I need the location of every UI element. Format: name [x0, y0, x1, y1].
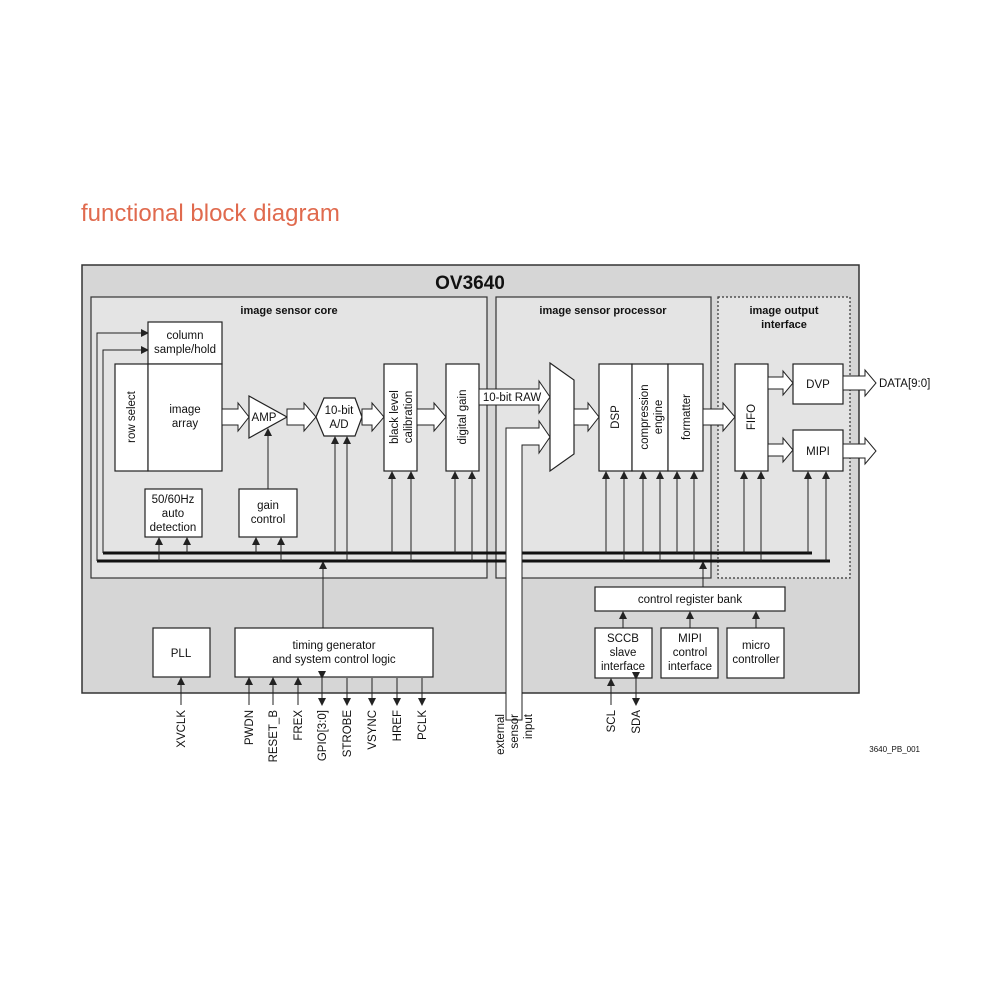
frex-pin-label: FREX — [293, 710, 305, 741]
system-control-label: and system control logic — [272, 654, 396, 666]
control-register-bank-block — [594, 586, 786, 612]
mipi-control-label-3: interface — [668, 661, 712, 673]
controller-label: controller — [732, 654, 779, 666]
row-feedback-line — [96, 329, 149, 561]
auto-detection-block — [144, 488, 203, 538]
fifo-block — [734, 363, 769, 472]
micro-label: micro — [742, 640, 770, 652]
pll-label: PLL — [171, 648, 192, 660]
external-input-path — [505, 419, 551, 721]
formatter-label: formatter — [681, 394, 693, 440]
mux-to-dsp-arrow — [573, 401, 600, 433]
auto-label: auto — [162, 508, 184, 520]
column-sample-hold-block — [147, 321, 223, 365]
array-to-amp-arrow — [221, 401, 250, 433]
raw-label: 10-bit RAW — [483, 392, 542, 404]
dsp-label: DSP — [610, 405, 622, 429]
timing-generator-block — [234, 627, 434, 678]
sccb-interface-block — [594, 627, 653, 679]
column-label: column — [166, 330, 203, 342]
data-bus-label: DATA[9:0] — [879, 378, 930, 390]
chip-title: OV3640 — [435, 273, 505, 294]
mipi-label: MIPI — [806, 446, 830, 458]
dsp-block — [598, 363, 633, 472]
image-sensor-core-label: image sensor core — [240, 305, 337, 317]
amp-block — [248, 394, 289, 440]
fifo-to-mipi-arrow — [767, 436, 794, 464]
fifo-to-dvp-arrow — [767, 369, 794, 397]
sample-hold-label: sample/hold — [154, 344, 216, 356]
compression-engine-block — [631, 363, 669, 472]
strobe-pin-label: STROBE — [342, 710, 354, 758]
reset-pin-label: RESET_B — [268, 710, 280, 763]
micro-controller-block — [726, 627, 785, 679]
scl-pin-label: SCL — [606, 709, 618, 732]
mipi-control-label-2: control — [673, 647, 708, 659]
image-label: image — [169, 404, 200, 416]
column-feedback-line — [102, 346, 149, 553]
control-register-bank-label: control register bank — [638, 594, 742, 606]
pclk-pin-label: PCLK — [417, 710, 429, 740]
mipi-control-label-1: MIPI — [678, 633, 702, 645]
pll-block — [152, 627, 211, 678]
image-output-interface-label-line1: image output — [749, 305, 818, 317]
auto-freq-label: 50/60Hz — [152, 494, 195, 506]
gain-control-label: control — [251, 514, 286, 526]
mipi-output-arrow — [842, 436, 877, 466]
gpio-pin-label: GPIO[3:0] — [317, 710, 329, 761]
fifo-label: FIFO — [746, 404, 758, 430]
xvclk-pin-label: XVCLK — [176, 710, 188, 748]
input-mux-block — [549, 361, 575, 473]
amp-to-ad-arrow — [286, 401, 317, 433]
raw-output-arrow — [478, 379, 551, 415]
external-input-label-1: external — [495, 714, 507, 755]
diagram-heading: functional block diagram — [81, 200, 340, 227]
dvp-output-arrow — [842, 368, 877, 398]
dvp-label: DVP — [806, 379, 830, 391]
external-input-label-2: sensor — [509, 714, 521, 749]
blc-to-gain-arrow — [416, 401, 447, 433]
gain-control-block — [238, 488, 298, 538]
sccb-label: SCCB — [607, 633, 639, 645]
engine-label: engine — [653, 400, 665, 435]
figure-id: 3640_PB_001 — [869, 745, 920, 754]
mipi-block — [792, 429, 844, 472]
href-pin-label: HREF — [392, 710, 404, 741]
formatter-block — [667, 363, 704, 472]
row-select-label: row select — [126, 390, 138, 443]
external-input-label-3: input — [523, 713, 535, 739]
black-level-calibration-block — [383, 363, 418, 472]
ad-label: A/D — [329, 419, 348, 431]
sda-pin-label: SDA — [631, 710, 643, 734]
gain-label: gain — [257, 500, 279, 512]
timing-generator-label: timing generator — [292, 640, 375, 652]
detection-label: detection — [150, 522, 197, 534]
formatter-to-fifo-arrow — [702, 401, 736, 433]
array-label: array — [172, 418, 198, 430]
sccb-slave-label: slave — [610, 647, 637, 659]
sccb-interface-label: interface — [601, 661, 645, 673]
compression-label: compression — [639, 384, 651, 449]
digital-gain-label: digital gain — [457, 390, 469, 445]
vsync-pin-label: VSYNC — [367, 710, 379, 750]
ad-bits-label: 10-bit — [325, 405, 355, 417]
mipi-control-interface-block — [660, 627, 719, 679]
ad-to-blc-arrow — [361, 401, 385, 433]
calibration-label: calibration — [403, 391, 415, 443]
digital-gain-block — [445, 363, 480, 472]
pwdn-pin-label: PWDN — [244, 710, 256, 745]
black-level-label: black level — [389, 390, 401, 444]
image-sensor-processor-label: image sensor processor — [539, 305, 667, 317]
image-output-interface-label-line2: interface — [761, 319, 807, 331]
amp-label: AMP — [252, 412, 277, 424]
